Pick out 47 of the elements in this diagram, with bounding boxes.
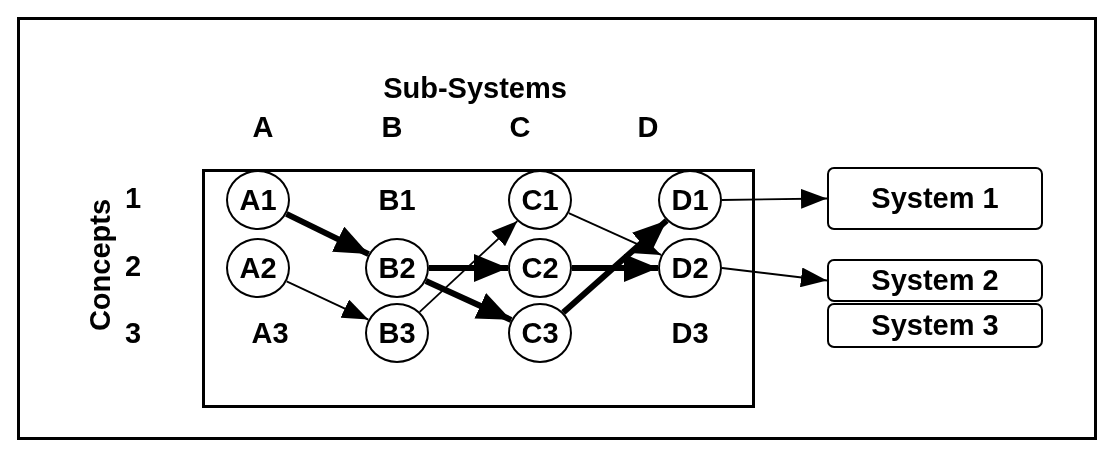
node-label: C1 — [521, 185, 559, 215]
matrix-box — [202, 169, 755, 408]
node-label: C2 — [521, 253, 559, 283]
node-label: A2 — [239, 253, 277, 283]
concept-circle — [658, 170, 722, 230]
arrow — [424, 278, 513, 323]
row-heading: Concepts — [85, 198, 115, 332]
concept-circle — [508, 303, 572, 363]
cell-label: B1 — [378, 185, 416, 215]
arrow — [561, 218, 669, 315]
node-label: D1 — [671, 185, 709, 215]
system-box — [827, 303, 1043, 348]
arrow — [721, 267, 828, 288]
arrow — [567, 212, 663, 256]
concept-circle — [226, 170, 290, 230]
concept-circle — [226, 238, 290, 298]
node-label: A1 — [239, 185, 277, 215]
row-number: 1 — [124, 183, 142, 213]
column-heading: D — [637, 112, 659, 142]
arrow — [285, 211, 370, 257]
node-label: D2 — [671, 253, 709, 283]
arrow — [572, 254, 658, 282]
concept-circle — [658, 238, 722, 298]
concept-circle — [365, 303, 429, 363]
cell-label: D3 — [671, 318, 709, 348]
node-label: B2 — [378, 253, 416, 283]
node-label: System 1 — [871, 184, 999, 213]
arrow — [721, 188, 828, 209]
node-label: C3 — [521, 318, 559, 348]
row-number: 2 — [124, 251, 142, 281]
concept-circle — [508, 238, 572, 298]
arrow — [418, 220, 519, 313]
concept-circle — [508, 170, 572, 230]
column-heading: A — [252, 112, 274, 142]
diagram-title: Sub-Systems — [383, 73, 567, 103]
node-label: System 3 — [871, 311, 999, 340]
concept-circle — [365, 238, 429, 298]
arrow — [285, 280, 370, 321]
node-label: B3 — [378, 318, 416, 348]
row-number: 3 — [124, 318, 142, 348]
system-box — [827, 259, 1043, 302]
column-heading: B — [381, 112, 403, 142]
system-box — [827, 167, 1043, 230]
arrow — [429, 254, 508, 282]
node-label: System 2 — [871, 266, 999, 295]
column-heading: C — [509, 112, 531, 142]
cell-label: A3 — [251, 318, 289, 348]
